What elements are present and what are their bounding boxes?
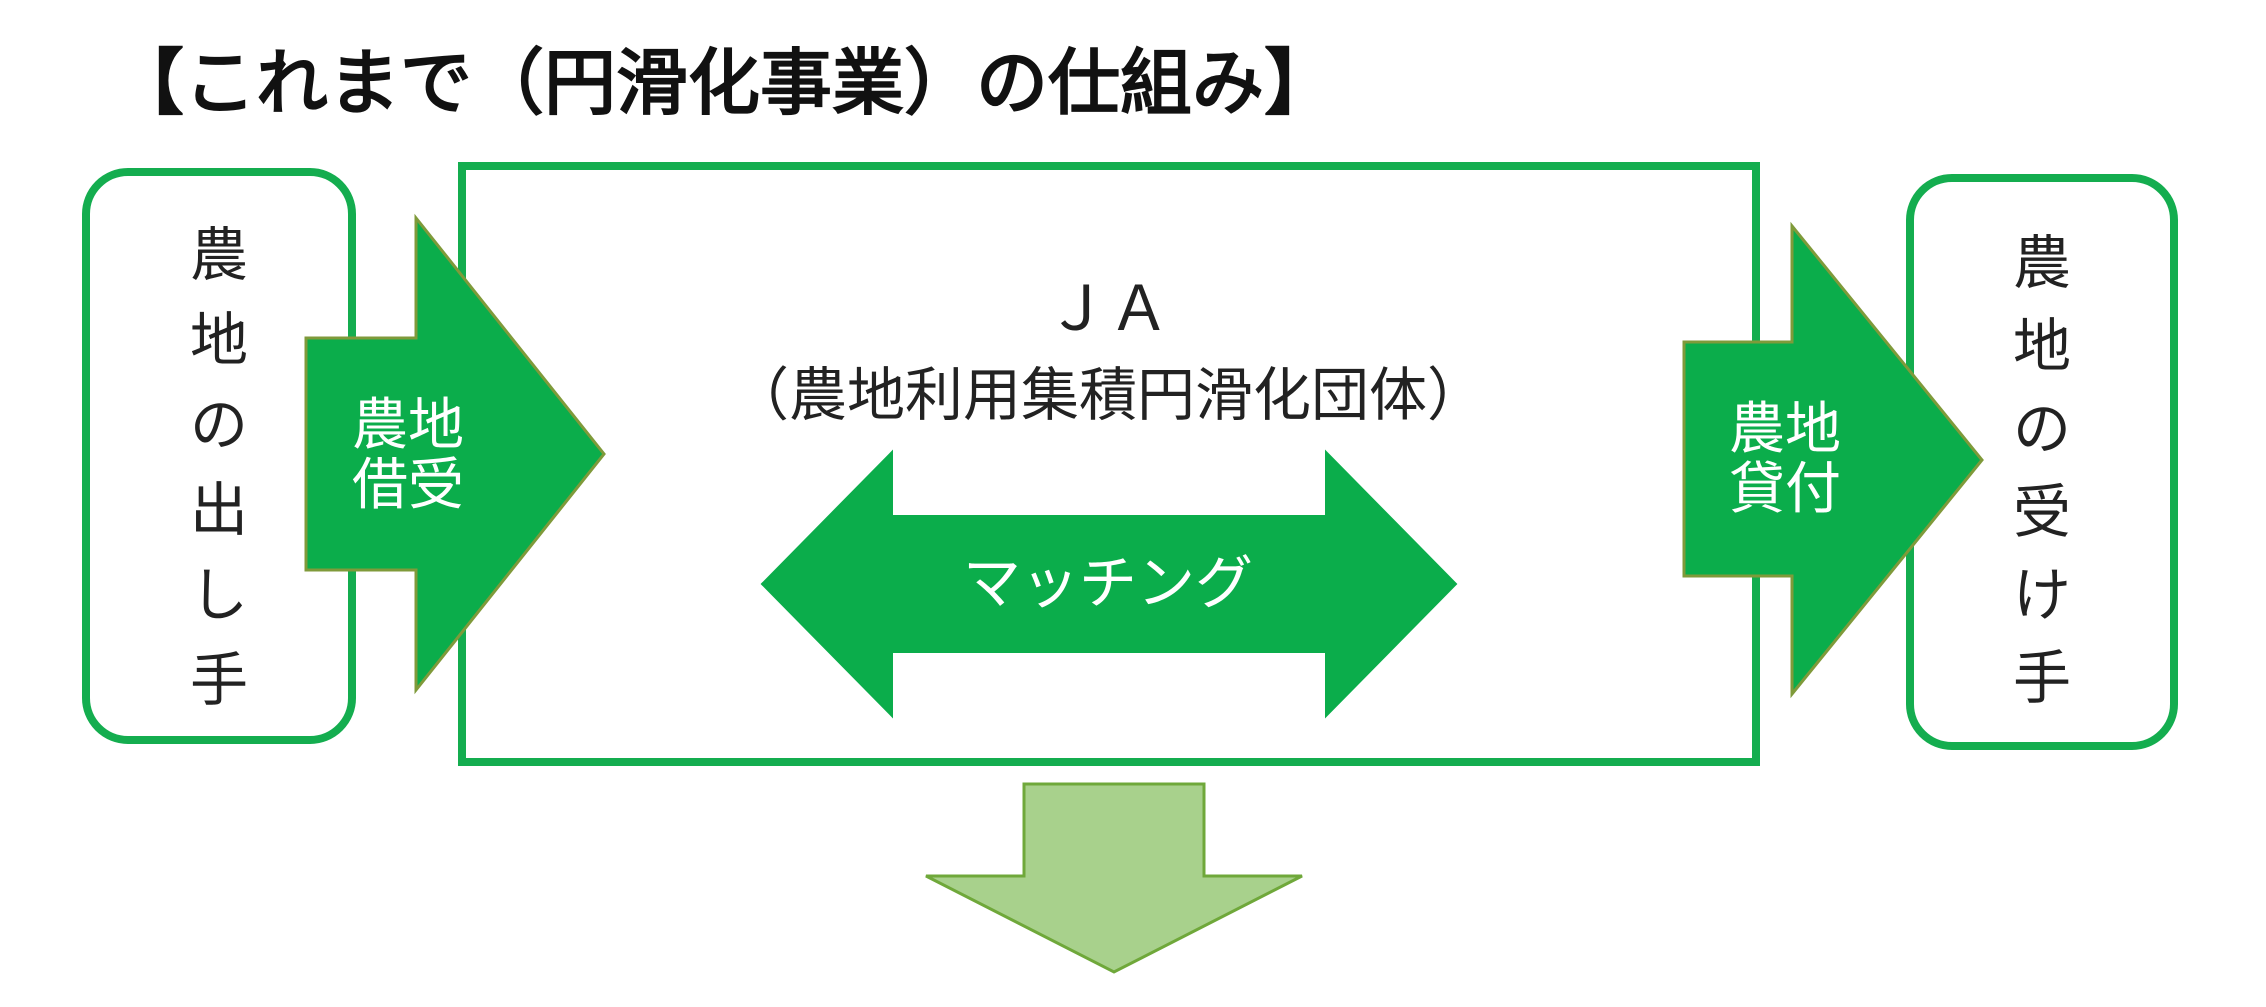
borrower-label: 農 地 の 受 け 手: [2013, 229, 2071, 712]
borrower-char: 受: [2013, 478, 2071, 546]
borrower-char: 手: [2013, 644, 2071, 712]
ja-title: ＪＡ: [1046, 272, 1170, 345]
diagram-title: 【これまで（円滑化事業）の仕組み】: [112, 41, 1336, 125]
borrower-char: の: [2013, 395, 2071, 463]
lease-in-label-line1: 農地: [352, 393, 464, 458]
lender-char: の: [190, 391, 248, 459]
lender-char: 出: [190, 476, 248, 544]
lender-char: 農: [190, 221, 248, 289]
borrower-char: 農: [2013, 229, 2071, 297]
ja-subtitle: （農地利用集積円滑化団体）: [731, 361, 1485, 429]
lease-out-label-line2: 貸付: [1729, 457, 1841, 522]
ja-box: [458, 162, 1760, 766]
matching-label: マッチング: [963, 549, 1253, 617]
down-arrow: [925, 782, 1303, 974]
lender-char: 地: [190, 306, 248, 374]
lender-char: し: [190, 561, 248, 629]
lender-char: 手: [190, 646, 248, 714]
lease-out-label-line1: 農地: [1729, 397, 1841, 462]
lender-label: 農 地 の 出 し 手: [190, 221, 248, 714]
matching-double-arrow: [760, 449, 1458, 719]
lease-in-arrow: [304, 213, 606, 695]
lease-out-arrow: [1682, 221, 1984, 699]
borrower-char: け: [2013, 561, 2071, 629]
borrower-char: 地: [2013, 312, 2071, 380]
lease-in-label-line2: 借受: [352, 453, 464, 518]
